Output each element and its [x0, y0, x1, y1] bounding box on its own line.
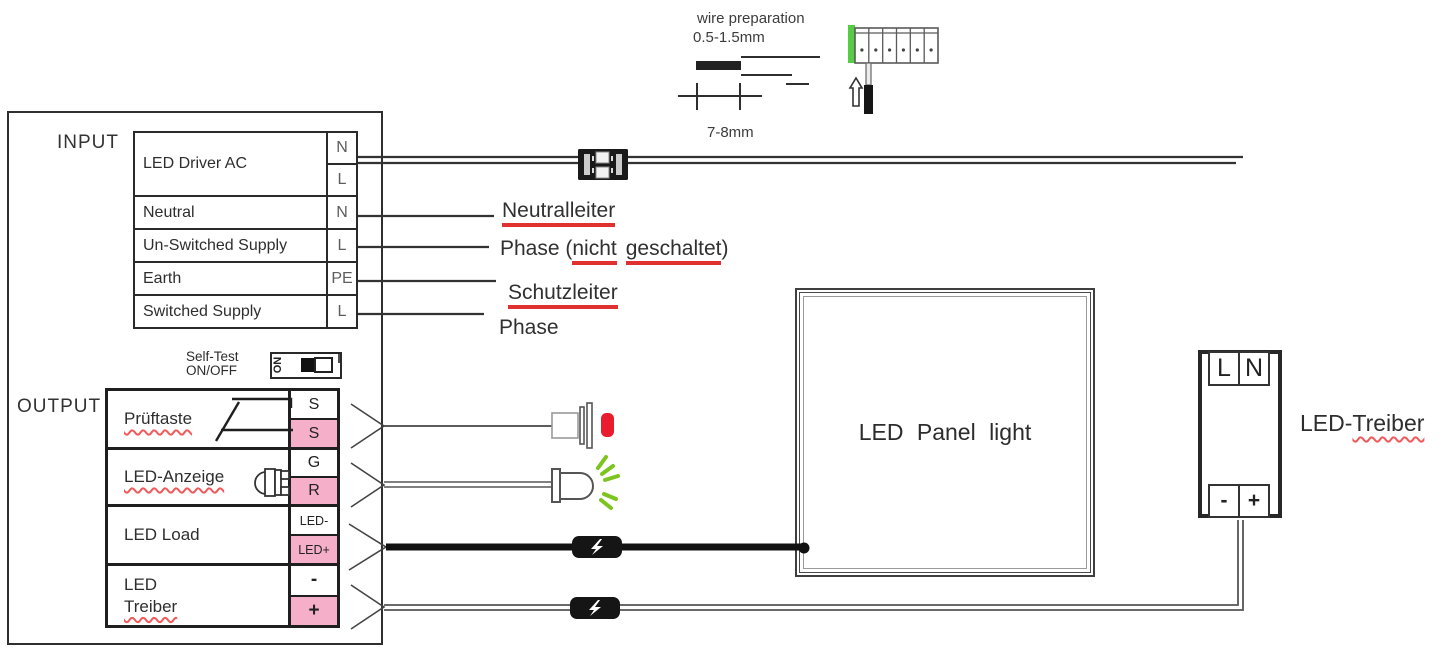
- terminal-block-icon: [848, 25, 939, 114]
- terminal-row-label: Neutral: [143, 203, 195, 221]
- terminal-g: G: [291, 450, 337, 476]
- ac-wire-pair: [358, 155, 1243, 165]
- self-test-label: Self-Test ON/OFF: [186, 349, 239, 378]
- wire-label-phase-switched: Phase: [499, 316, 559, 339]
- stripped-wire: [865, 62, 872, 86]
- input-terminal-table: LED Driver AC N L Neutral N Un-Switched …: [133, 131, 358, 329]
- driver-mains-terminals: L N: [1208, 351, 1270, 386]
- led-panel: LED Panel light: [795, 288, 1095, 577]
- mains-inline-connector-icon: [578, 149, 628, 180]
- driver-terminal-minus: -: [1220, 489, 1228, 512]
- green-light-rays: [596, 455, 620, 510]
- self-test-switch-on-label: ON: [272, 356, 284, 374]
- terminal-row-label: Prüftaste: [124, 409, 193, 428]
- driver-terminal-plus: +: [1238, 486, 1268, 516]
- red-button-cap: [601, 413, 614, 437]
- terminal-l: L: [337, 302, 347, 320]
- led-treiber-label: LED-Treiber: [1300, 410, 1425, 436]
- terminal-row-label: LED Driver AC: [143, 155, 248, 172]
- push-button-icon: [551, 402, 614, 449]
- terminal-led-minus: LED-: [291, 507, 337, 534]
- wire-strip-length-label: 7-8mm: [707, 124, 754, 141]
- wire-label-neutralleiter: Neutralleiter: [502, 199, 616, 227]
- input-row-earth: Earth PE: [135, 263, 356, 296]
- wire-label-schutzleiter: Schutzleiter: [508, 281, 618, 309]
- led-indicator-icon: [551, 455, 620, 510]
- wire-prep-gauge: 0.5-1.5mm: [693, 29, 765, 46]
- output-row-prueftaste: Prüftaste S S: [108, 391, 337, 450]
- terminal-s-top: S: [291, 391, 337, 418]
- terminal-row-label: Un-Switched Supply: [143, 236, 288, 254]
- led-panel-label: LED Panel light: [858, 419, 1032, 445]
- output-row-led-treiber: LED Treiber - +: [108, 566, 337, 625]
- wire-strip-diagram: [678, 56, 820, 110]
- terminal-led-plus: LED+: [291, 534, 337, 563]
- output-row-led-anzeige: LED-Anzeige G R: [108, 450, 337, 507]
- output-section-label: OUTPUT: [17, 396, 102, 417]
- driver-unit-outline: [7, 111, 383, 645]
- output-row-led-load: LED Load LED- LED+: [108, 507, 337, 566]
- input-row-neutral: Neutral N: [135, 197, 356, 230]
- led-panel-inner-frame: LED Panel light: [799, 292, 1091, 573]
- input-row-led-driver-ac: LED Driver AC N L: [135, 133, 356, 197]
- green-strip: [848, 25, 855, 63]
- terminal-minus: -: [291, 566, 337, 595]
- terminal-column: N L: [326, 133, 356, 195]
- terminal-row-label-line1: LED: [124, 574, 158, 594]
- driver-output-terminals: - +: [1208, 484, 1270, 518]
- wire-prep-title: wire preparation: [697, 10, 805, 27]
- terminal-s-bottom: S: [291, 418, 337, 447]
- terminal-l: L: [337, 236, 347, 254]
- output-terminal-table: Prüftaste S S LED-Anzeige G R LED Load L…: [105, 388, 340, 628]
- input-section-label: INPUT: [57, 132, 119, 153]
- terminal-r: R: [291, 476, 337, 504]
- wire-insulation: [696, 61, 741, 70]
- wire-end: [864, 85, 873, 114]
- driver-terminal-n: N: [1238, 353, 1268, 384]
- terminal-row-label: LED-Anzeige: [124, 467, 225, 486]
- driver-terminal-l: L: [1217, 354, 1231, 382]
- terminal-row-label: Earth: [143, 269, 182, 287]
- terminal-plus: +: [291, 594, 337, 625]
- input-row-switched: Switched Supply L: [135, 296, 356, 327]
- indicator-wire-pair: [384, 481, 553, 488]
- terminal-pe: PE: [331, 269, 353, 287]
- terminal-row-label-line2: Treiber: [124, 596, 178, 616]
- terminal-row-label: LED Load: [124, 525, 200, 544]
- lightning-connector-icon: [570, 597, 620, 619]
- terminal-l: L: [328, 163, 356, 195]
- up-arrow-icon: [848, 76, 864, 107]
- input-row-unswitched: Un-Switched Supply L: [135, 230, 356, 263]
- terminal-n: N: [336, 203, 348, 221]
- terminal-row-label: Switched Supply: [143, 302, 262, 320]
- lightning-connector-icon: [572, 536, 622, 558]
- terminal-n: N: [336, 139, 348, 156]
